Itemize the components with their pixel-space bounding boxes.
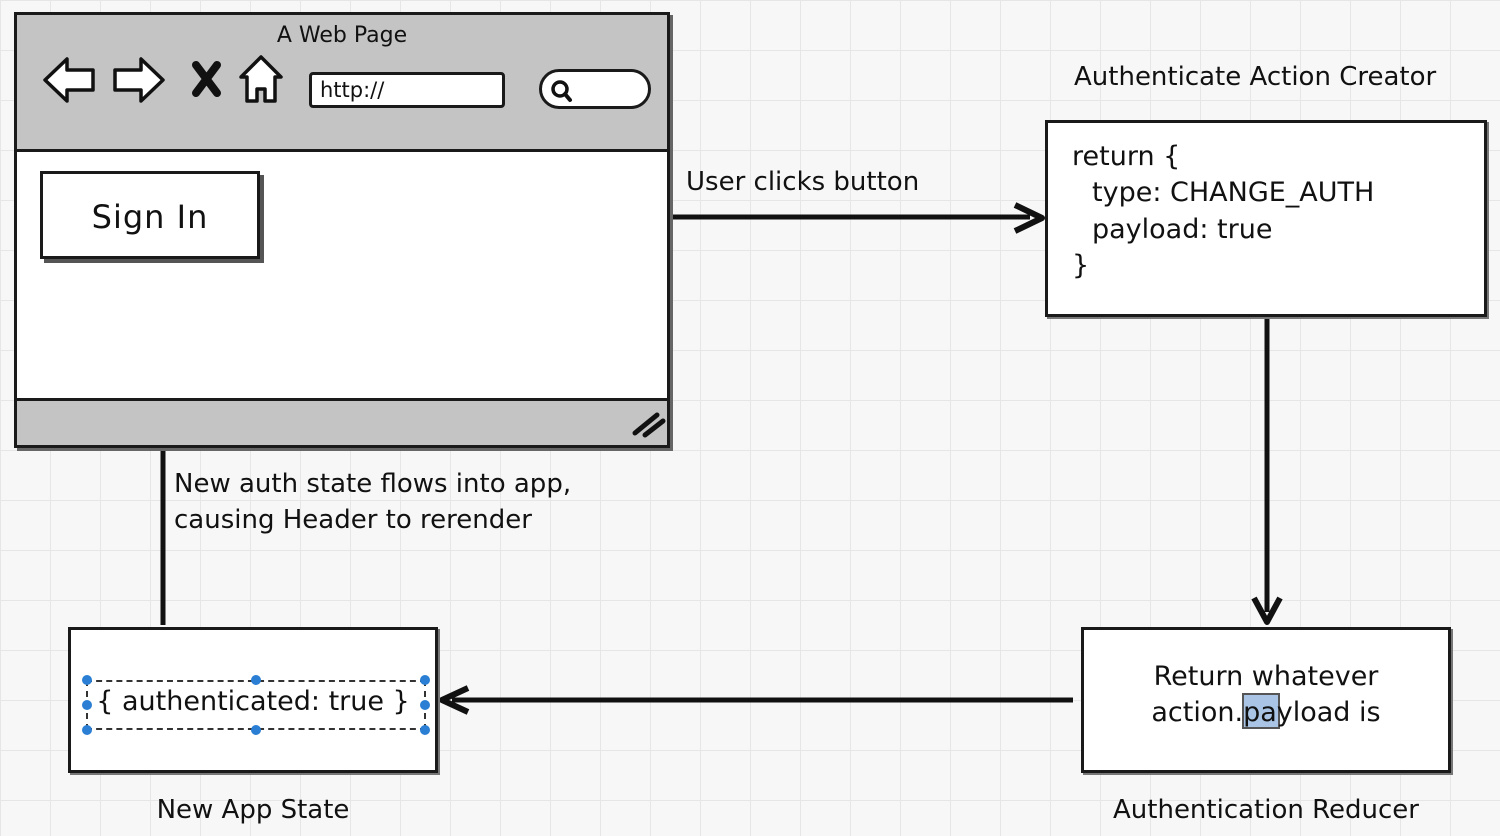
selection-handle[interactable]: [420, 725, 430, 735]
browser-statusbar: [17, 398, 667, 445]
selection-handle[interactable]: [420, 700, 430, 710]
selection-handle[interactable]: [82, 675, 92, 685]
selection-handle[interactable]: [82, 725, 92, 735]
selection-handle[interactable]: [251, 725, 261, 735]
back-icon[interactable]: [43, 57, 95, 103]
app-state-box: [68, 627, 438, 773]
reducer-text-line2: action.payload is: [1151, 697, 1381, 728]
edge-label-new-state-line1: New auth state flows into app,: [174, 469, 572, 499]
search-icon: [551, 80, 572, 102]
code-line: }: [1072, 250, 1090, 281]
code-line: type: CHANGE_AUTH: [1092, 177, 1375, 208]
home-icon[interactable]: [239, 55, 283, 103]
resize-grip-icon[interactable]: [631, 409, 671, 439]
action-creator-title: Authenticate Action Creator: [1074, 62, 1437, 92]
close-icon[interactable]: [192, 61, 221, 97]
sign-in-label: Sign In: [91, 198, 209, 236]
browser-title: A Web Page: [276, 23, 408, 48]
browser-toolbar: A Web Page http://: [17, 15, 667, 152]
arrowhead-state: [439, 685, 470, 715]
sign-in-button[interactable]: Sign In: [40, 171, 260, 259]
selection-handle[interactable]: [82, 700, 92, 710]
reducer-text-line1: Return whatever: [1153, 661, 1379, 692]
forward-icon[interactable]: [113, 57, 165, 103]
edge-label-user-clicks: User clicks button: [686, 167, 920, 197]
code-line: return {: [1072, 141, 1181, 172]
url-input[interactable]: http://: [309, 72, 505, 108]
action-creator-box: [1045, 120, 1487, 317]
arrowhead-reducer: [1251, 596, 1283, 625]
nav-icons: [43, 55, 283, 103]
code-line: payload: true: [1092, 214, 1273, 245]
url-input-text: http://: [320, 78, 385, 102]
app-state-title: New App State: [156, 795, 350, 825]
selection-handle[interactable]: [420, 675, 430, 685]
text-selection-highlight: [1242, 693, 1280, 729]
app-state-value[interactable]: { authenticated: true }: [96, 686, 410, 717]
edge-label-new-state-line2: causing Header to rerender: [174, 505, 532, 535]
arrowhead-creator: [1013, 202, 1045, 234]
selection-handle[interactable]: [251, 675, 261, 685]
search-input[interactable]: [539, 69, 651, 109]
reducer-title: Authentication Reducer: [1113, 795, 1419, 825]
